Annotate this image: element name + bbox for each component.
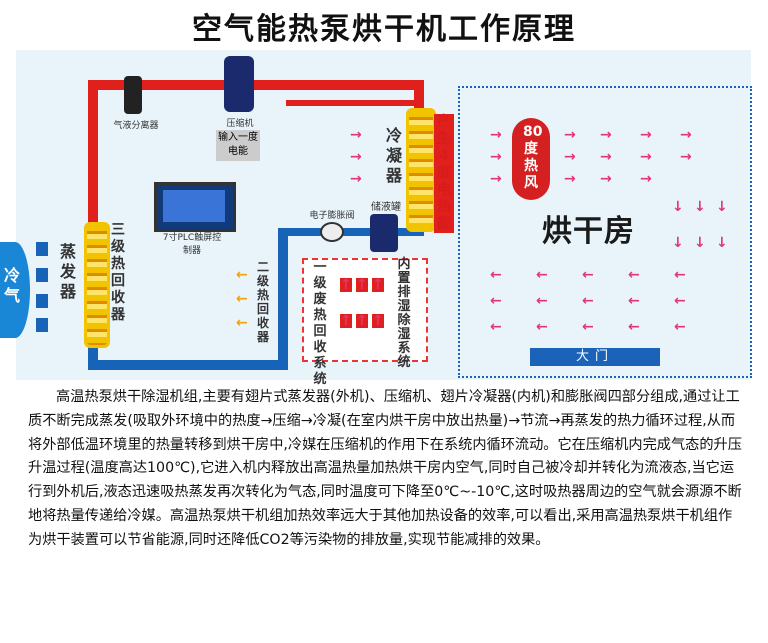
room-arrow-down-1: ↓: [672, 199, 684, 215]
condenser-arrow-1: →: [350, 127, 362, 143]
cold-pipe-lower-left: [88, 334, 98, 370]
internal-dehumid-label: 内置排湿除湿系统: [397, 257, 411, 370]
description-paragraph: 高温热泵烘干除湿机组,主要有翅片式蒸发器(外机)、压缩机、翅片冷凝器(内机)和膨…: [28, 386, 746, 553]
second-stage-arrow-1: ←: [236, 267, 248, 283]
room-arrow-r4: →: [640, 127, 652, 143]
recovery-arrow-1: ↑: [340, 277, 352, 293]
room-arrow-r9: →: [640, 149, 652, 165]
room-arrow-l7: ←: [536, 293, 548, 309]
room-arrow-l4: ←: [628, 267, 640, 283]
room-arrow-down-4: ↓: [672, 235, 684, 251]
hot-wind-badge: 80度热风: [512, 118, 550, 200]
recovery-system-box: [302, 258, 428, 362]
room-arrow-l12: ←: [536, 319, 548, 335]
room-arrow-r7: →: [564, 149, 576, 165]
room-arrow-down-6: ↓: [716, 235, 728, 251]
third-stage-recovery-label: 三级热回收器: [111, 222, 125, 323]
evaporator-arrow-3: ←: [36, 293, 48, 309]
room-arrow-r14: →: [640, 171, 652, 187]
produce-heat-label: 产生4度电热能: [434, 114, 454, 233]
room-arrow-l6: ←: [490, 293, 502, 309]
second-stage-arrow-3: ←: [236, 315, 248, 331]
second-stage-arrow-2: ←: [236, 291, 248, 307]
first-stage-recovery-label: 一级废热回收系统: [313, 260, 327, 387]
room-arrow-r3: →: [600, 127, 612, 143]
room-arrow-l11: ←: [490, 319, 502, 335]
evaporator-arrow-2: ←: [36, 267, 48, 283]
evaporator-arrow-4: ←: [36, 317, 48, 333]
condenser-coil: [406, 108, 436, 232]
recovery-arrow-4: ↑: [340, 313, 352, 329]
expansion-valve-icon: [320, 222, 344, 242]
cold-pipe-top: [278, 228, 424, 236]
cold-pipe-bottom: [88, 360, 288, 370]
recovery-arrow-5: ↑: [356, 313, 368, 329]
page-title: 空气能热泵烘干机工作原理: [192, 12, 576, 47]
door-label: 大门: [530, 348, 660, 366]
dry-room-label: 烘干房: [542, 214, 635, 249]
room-arrow-l2: ←: [536, 267, 548, 283]
cold-pipe-mid: [278, 228, 288, 370]
room-arrow-l15: ←: [674, 319, 686, 335]
compressor-icon: [224, 56, 254, 112]
recovery-arrow-2: ↑: [356, 277, 368, 293]
room-arrow-r6: →: [490, 149, 502, 165]
room-arrow-l14: ←: [628, 319, 640, 335]
cold-air-badge: 冷气: [0, 242, 30, 338]
room-arrow-l10: ←: [674, 293, 686, 309]
room-arrow-r5: →: [680, 127, 692, 143]
room-arrow-l3: ←: [582, 267, 594, 283]
recovery-arrow-6: ↑: [372, 313, 384, 329]
gas-liquid-separator-label: 气液分离器: [113, 121, 159, 131]
plc-controller-screen: [154, 182, 236, 232]
evaporator-label: 蒸发器: [59, 242, 76, 301]
second-stage-recovery-label: 二级热回收器: [256, 260, 269, 344]
room-arrow-r13: →: [600, 171, 612, 187]
room-arrow-down-5: ↓: [694, 235, 706, 251]
room-arrow-l5: ←: [674, 267, 686, 283]
liquid-tank-label: 储液罐: [371, 202, 401, 213]
hot-wind-label: 80度热风: [523, 124, 543, 191]
condenser-label: 冷凝器: [385, 126, 402, 185]
expansion-valve-label: 电子膨胀阀: [309, 211, 355, 221]
room-arrow-r8: →: [600, 149, 612, 165]
room-arrow-l9: ←: [628, 293, 640, 309]
liquid-tank-icon: [370, 214, 398, 252]
recovery-arrow-3: ↑: [372, 277, 384, 293]
heat-pump-diagram: 冷气 ← ← ← ← 蒸发器 三级热回收器 气液分离器 压缩机 输入一度电能 7…: [0, 42, 768, 392]
room-arrow-l13: ←: [582, 319, 594, 335]
room-arrow-down-3: ↓: [716, 199, 728, 215]
room-arrow-l8: ←: [582, 293, 594, 309]
evaporator-coil: [84, 222, 110, 348]
compressor-label: 压缩机: [226, 119, 254, 129]
description-text: 高温热泵烘干除湿机组,主要有翅片式蒸发器(外机)、压缩机、翅片冷凝器(内机)和膨…: [28, 389, 742, 548]
condenser-arrow-3: →: [350, 171, 362, 187]
room-arrow-down-2: ↓: [694, 199, 706, 215]
cold-air-label: 冷气: [4, 266, 21, 305]
hot-pipe-top-return: [286, 100, 414, 106]
room-arrow-r1: →: [490, 127, 502, 143]
room-arrow-r10: →: [680, 149, 692, 165]
room-arrow-r11: →: [490, 171, 502, 187]
evaporator-arrow-1: ←: [36, 241, 48, 257]
room-arrow-l1: ←: [490, 267, 502, 283]
room-arrow-r2: →: [564, 127, 576, 143]
hot-pipe-left: [88, 80, 98, 234]
hot-pipe-top: [88, 80, 424, 90]
room-arrow-r12: →: [564, 171, 576, 187]
hot-pipe-right: [414, 80, 424, 116]
dry-room-border: [458, 86, 752, 378]
condenser-arrow-2: →: [350, 149, 362, 165]
compressor-input-badge: 输入一度电能: [216, 130, 260, 161]
gas-liquid-separator: [124, 76, 142, 114]
plc-controller-label: 7寸PLC触屏控制器: [162, 233, 222, 256]
